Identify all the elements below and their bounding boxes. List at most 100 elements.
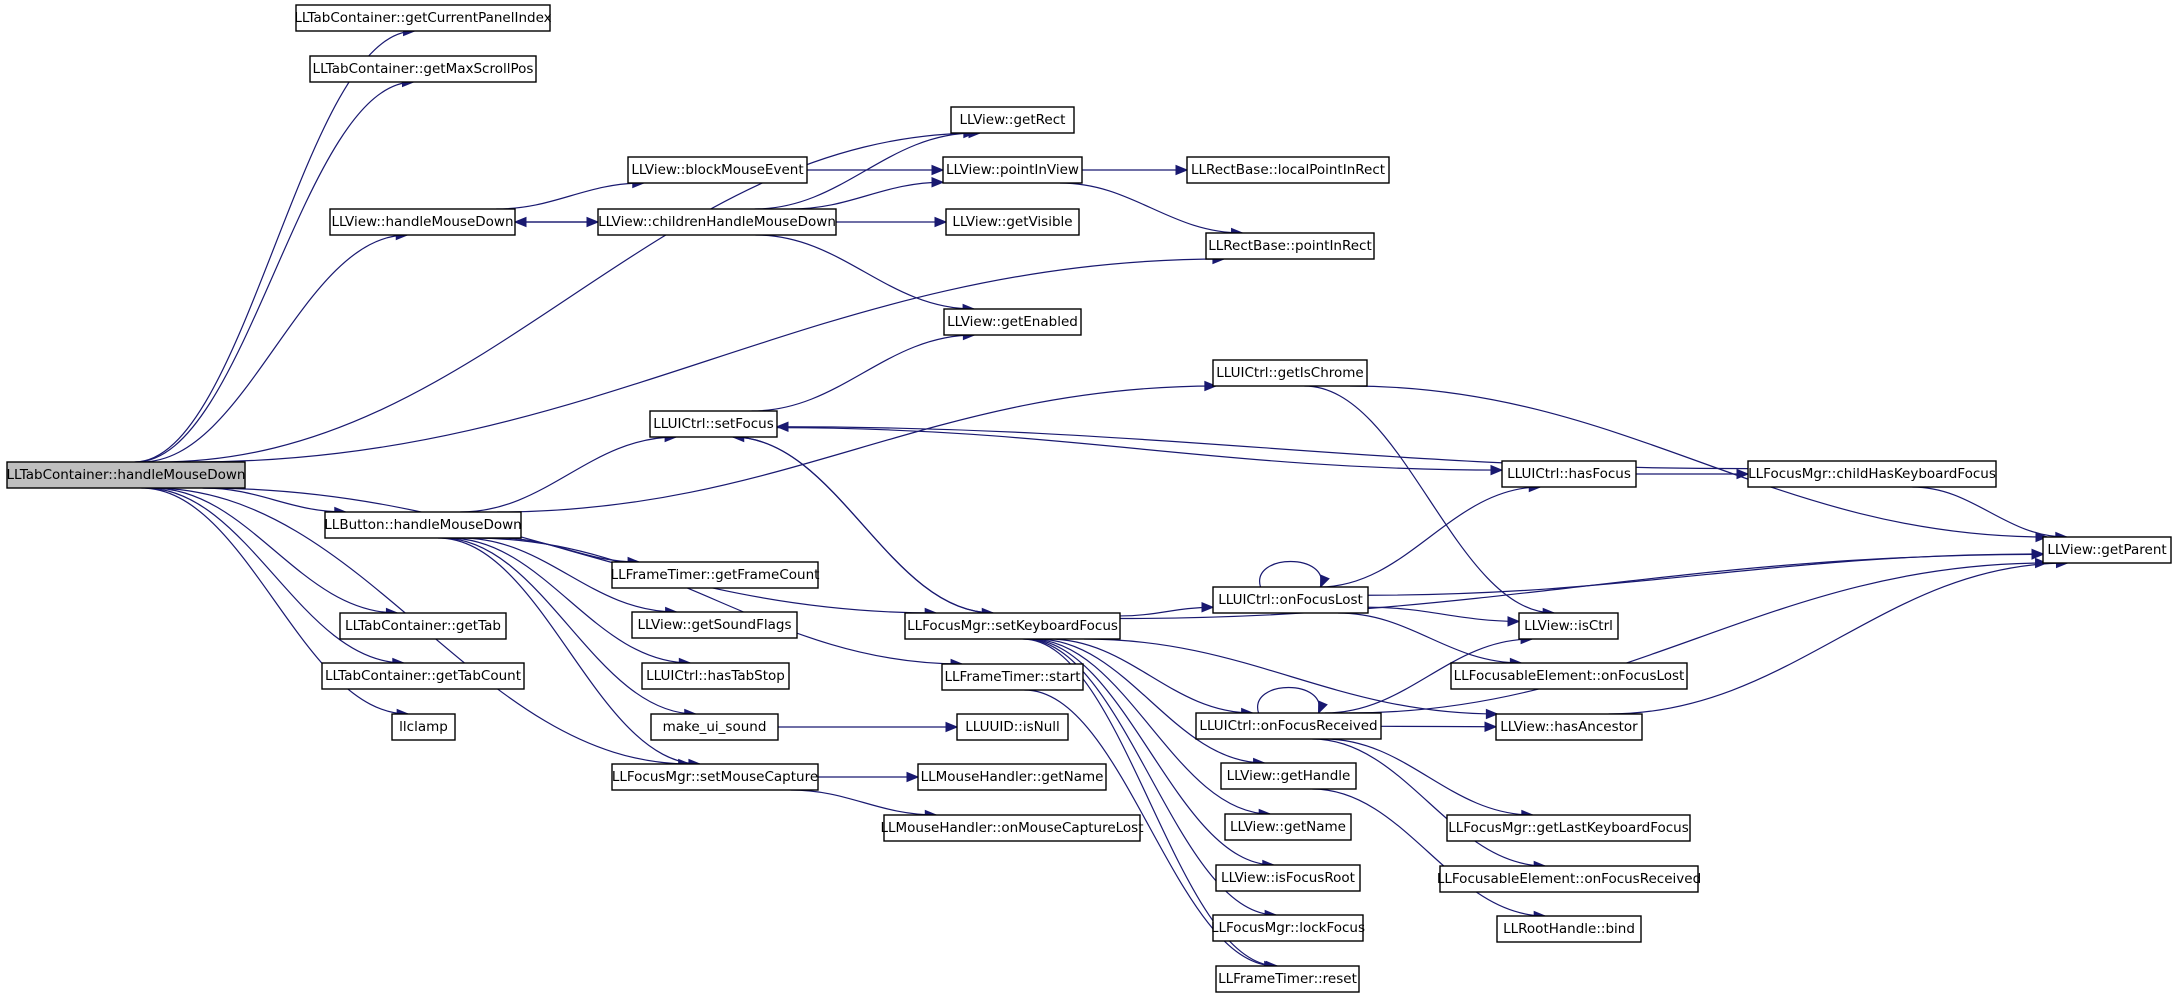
graph-node-onMouseCaptureLost[interactable]: LLMouseHandler::onMouseCaptureLost bbox=[880, 814, 1144, 842]
edge-arrowhead bbox=[2035, 531, 2049, 543]
node-label: LLUICtrl::hasTabStop bbox=[646, 668, 785, 684]
node-box bbox=[324, 511, 522, 539]
graph-node-frameTimerStart[interactable]: LLFrameTimer::start bbox=[941, 663, 1084, 691]
edge-getHandle-to-rootHandleBind bbox=[1312, 788, 1547, 922]
graph-node-getIsChrome[interactable]: LLUICtrl::getIsChrome bbox=[1212, 359, 1368, 387]
graph-node-getFrameCount[interactable]: LLFrameTimer::getFrameCount bbox=[611, 561, 820, 589]
graph-node-childrenHandleMouseDown[interactable]: LLView::childrenHandleMouseDown bbox=[597, 208, 837, 236]
graph-node-viewGetName[interactable]: LLView::getName bbox=[1224, 813, 1352, 841]
edge-line bbox=[1312, 738, 1546, 867]
graph-node-setFocus[interactable]: LLUICtrl::setFocus bbox=[649, 410, 778, 438]
graph-node-root[interactable]: LLTabContainer::handleMouseDown bbox=[6, 461, 246, 489]
edge-line bbox=[441, 537, 696, 715]
edge-line bbox=[498, 537, 640, 563]
edge-onFocusReceived-to-elemOnFocusReceived bbox=[1312, 738, 1547, 872]
edge-pointInView-to-localPointInRect bbox=[1082, 164, 1189, 176]
edge-line bbox=[438, 537, 700, 765]
graph-node-getRect[interactable]: LLView::getRect bbox=[950, 106, 1075, 134]
graph-node-childHasKeyboardFocus[interactable]: LLFocusMgr::childHasKeyboardFocus bbox=[1747, 460, 1997, 488]
edge-arrowhead bbox=[931, 164, 945, 176]
edge-arrowhead bbox=[1204, 380, 1218, 392]
graph-node-frameTimerReset[interactable]: LLFrameTimer::reset bbox=[1215, 965, 1360, 993]
node-label: LLFocusMgr::getLastKeyboardFocus bbox=[1448, 820, 1689, 836]
graph-node-getLastKeyboardFocus[interactable]: LLFocusMgr::getLastKeyboardFocus bbox=[1446, 814, 1691, 842]
graph-node-onFocusLost[interactable]: LLUICtrl::onFocusLost bbox=[1212, 586, 1369, 614]
edge-childrenHandleMouseDown-to-getEnabled bbox=[755, 234, 976, 315]
graph-node-getMaxScrollPos[interactable]: LLTabContainer::getMaxScrollPos bbox=[309, 55, 537, 83]
node-box bbox=[942, 156, 1083, 184]
node-label: LLMouseHandler::onMouseCaptureLost bbox=[880, 820, 1143, 836]
edge-line bbox=[732, 436, 994, 614]
node-box bbox=[329, 208, 516, 236]
graph-node-getEnabled[interactable]: LLView::getEnabled bbox=[943, 308, 1082, 336]
graph-node-getParent[interactable]: LLView::getParent bbox=[2042, 536, 2172, 564]
edge-line bbox=[1119, 606, 1214, 617]
node-label: LLFocusMgr::lockFocus bbox=[1211, 920, 1365, 936]
edge-getIsChrome-to-getParent bbox=[1350, 385, 2049, 543]
graph-node-llclamp[interactable]: llclamp bbox=[391, 713, 456, 741]
graph-node-pointInView[interactable]: LLView::pointInView bbox=[942, 156, 1083, 184]
graph-node-getCurrentPanelIndex[interactable]: LLTabContainer::getCurrentPanelIndex bbox=[294, 4, 552, 32]
graph-node-onFocusReceived[interactable]: LLUICtrl::onFocusReceived bbox=[1195, 712, 1382, 740]
node-box bbox=[1747, 460, 1997, 488]
graph-node-elemOnFocusLost[interactable]: LLFocusableElement::onFocusLost bbox=[1450, 662, 1688, 690]
node-box bbox=[627, 156, 808, 184]
node-label: LLView::getSoundFlags bbox=[637, 617, 791, 633]
graph-node-getTab[interactable]: LLTabContainer::getTab bbox=[339, 612, 507, 640]
graph-node-viewHandleMouseDown[interactable]: LLView::handleMouseDown bbox=[329, 208, 516, 236]
node-label: LLTabContainer::getTabCount bbox=[325, 668, 521, 684]
call-graph-nodes: LLTabContainer::handleMouseDownLLTabCont… bbox=[6, 4, 2172, 993]
node-box bbox=[904, 612, 1121, 640]
edge-setKeyboardFocus-to-getHandle bbox=[1036, 638, 1266, 769]
graph-node-lockFocus[interactable]: LLFocusMgr::lockFocus bbox=[1211, 914, 1365, 942]
node-label: LLTabContainer::handleMouseDown bbox=[7, 467, 246, 483]
node-box bbox=[1496, 915, 1642, 943]
graph-node-getTabCount[interactable]: LLTabContainer::getTabCount bbox=[321, 662, 525, 690]
node-label: LLRectBase::pointInRect bbox=[1208, 238, 1372, 254]
graph-node-localPointInRect[interactable]: LLRectBase::localPointInRect bbox=[1186, 156, 1390, 184]
graph-node-getHandle[interactable]: LLView::getHandle bbox=[1220, 762, 1357, 790]
graph-node-buttonHandleMouseDown[interactable]: LLButton::handleMouseDown bbox=[324, 511, 522, 539]
graph-node-isNull[interactable]: LLUUID::isNull bbox=[956, 713, 1069, 741]
graph-node-getSoundFlags[interactable]: LLView::getSoundFlags bbox=[631, 611, 798, 639]
edge-line bbox=[1324, 738, 1533, 816]
edge-onFocusLost-to-isCtrl bbox=[1367, 606, 1521, 627]
edge-line bbox=[448, 537, 691, 664]
edge-line bbox=[1036, 638, 1265, 764]
graph-node-getVisible[interactable]: LLView::getVisible bbox=[945, 208, 1080, 236]
node-box bbox=[883, 814, 1141, 842]
edge-arrowhead bbox=[1201, 602, 1215, 613]
graph-node-hasTabStop[interactable]: LLUICtrl::hasTabStop bbox=[641, 662, 790, 690]
graph-node-hasFocus[interactable]: LLUICtrl::hasFocus bbox=[1501, 460, 1637, 488]
edge-arrowhead bbox=[513, 216, 527, 228]
edge-arrowhead bbox=[1485, 708, 1499, 720]
node-label: LLView::pointInView bbox=[946, 162, 1079, 178]
graph-node-isCtrl[interactable]: LLView::isCtrl bbox=[1518, 612, 1619, 640]
graph-node-setKeyboardFocus[interactable]: LLFocusMgr::setKeyboardFocus bbox=[904, 612, 1121, 640]
node-label: llclamp bbox=[399, 719, 448, 735]
edge-setFocus-to-hasFocus bbox=[776, 427, 1504, 476]
node-label: LLView::handleMouseDown bbox=[331, 214, 513, 230]
graph-node-elemOnFocusReceived[interactable]: LLFocusableElement::onFocusReceived bbox=[1437, 865, 1701, 893]
graph-node-makeUiSound[interactable]: make_ui_sound bbox=[650, 713, 779, 741]
edge-setKeyboardFocus-to-onFocusLost bbox=[1119, 602, 1215, 617]
node-label: LLView::isFocusRoot bbox=[1221, 870, 1355, 886]
node-box bbox=[1195, 712, 1382, 740]
node-box bbox=[945, 208, 1080, 236]
edge-viewHandleMouseDown-to-blockMouseEvent bbox=[496, 177, 646, 210]
edge-arrowhead bbox=[1736, 468, 1750, 480]
edge-root-to-viewHandleMouseDown bbox=[141, 229, 409, 463]
graph-node-mhGetName[interactable]: LLMouseHandler::getName bbox=[917, 763, 1107, 791]
graph-node-hasAncestor[interactable]: LLView::hasAncestor bbox=[1495, 713, 1643, 741]
node-label: LLView::blockMouseEvent bbox=[631, 162, 803, 178]
node-label: LLMouseHandler::getName bbox=[921, 769, 1104, 785]
graph-node-rootHandleBind[interactable]: LLRootHandle::bind bbox=[1496, 915, 1642, 943]
edge-buttonHandleMouseDown-to-hasTabStop bbox=[448, 537, 692, 669]
edge-childHasKeyboardFocus-to-getParent bbox=[1912, 486, 2069, 543]
graph-node-isFocusRoot[interactable]: LLView::isFocusRoot bbox=[1215, 864, 1361, 892]
graph-node-setMouseCapture[interactable]: LLFocusMgr::setMouseCapture bbox=[611, 763, 819, 791]
graph-node-pointInRect[interactable]: LLRectBase::pointInRect bbox=[1205, 232, 1375, 260]
graph-node-blockMouseEvent[interactable]: LLView::blockMouseEvent bbox=[627, 156, 808, 184]
edge-arrowhead bbox=[1484, 721, 1498, 732]
